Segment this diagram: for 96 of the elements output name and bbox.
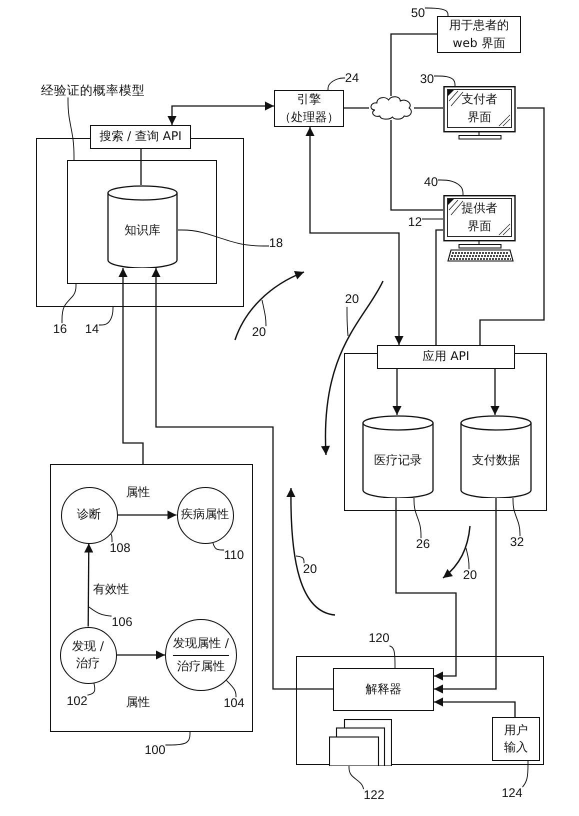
leader-line (512, 498, 520, 537)
process-box (377, 345, 515, 369)
process-box (90, 125, 191, 149)
heading-text: 经验证的概率模型 (41, 82, 145, 98)
reference-numeral: 40 (424, 176, 438, 190)
leader-line (164, 732, 190, 746)
box-label: 解释器 (366, 680, 402, 698)
leader-line (178, 230, 270, 246)
container-box (50, 464, 253, 732)
reference-numeral: 102 (66, 695, 88, 709)
reference-numeral: 124 (502, 787, 522, 801)
reference-numeral: 12 (408, 216, 422, 230)
box-label: 用于患者的web 界面 (448, 17, 510, 52)
reference-numeral: 108 (110, 542, 130, 556)
process-box (437, 16, 521, 53)
reference-numeral: 20 (345, 293, 359, 307)
connector-line (390, 33, 437, 96)
box-label: 引擎 (297, 91, 321, 108)
leader-line (86, 682, 96, 696)
reference-numeral: 30 (420, 73, 434, 87)
leader-line (348, 766, 364, 790)
database-label: 知识库 (124, 222, 160, 239)
arrow (434, 698, 516, 717)
connector-line (435, 229, 443, 345)
arrow (395, 498, 457, 680)
arrow (392, 369, 402, 415)
leader-line (346, 306, 348, 336)
reference-numeral: 104 (224, 697, 244, 711)
reference-numeral: 120 (368, 632, 390, 646)
database-label: 医疗记录 (374, 452, 422, 469)
edge-label: 属性 (125, 484, 151, 500)
reference-numeral: 20 (252, 326, 266, 340)
reference-numeral: 32 (510, 536, 524, 550)
reference-numeral: 16 (53, 323, 67, 337)
box-label: （处理器） (279, 108, 339, 126)
leader-line (522, 760, 528, 788)
reference-numeral: 50 (411, 7, 425, 21)
reference-numeral: 26 (416, 538, 430, 552)
box-label: 应用 API (422, 348, 470, 366)
leader-line (388, 645, 396, 668)
reference-numeral: 106 (112, 616, 132, 630)
edge-label: 属性 (125, 694, 151, 710)
circle-label: 治疗属性 (177, 658, 225, 674)
screen-label: 提供者界面 (460, 200, 498, 234)
container-box (67, 160, 217, 284)
leader-line (414, 498, 422, 539)
reference-numeral: 18 (269, 237, 283, 251)
leader-line (438, 180, 464, 196)
reference-numeral: 110 (224, 549, 244, 563)
reference-numeral: 122 (364, 789, 384, 803)
reference-numeral: 20 (303, 563, 317, 577)
edge-label: 有效性 (92, 582, 130, 596)
database-label: 支付数据 (472, 452, 520, 469)
arrow (118, 268, 144, 464)
connector-line (479, 107, 545, 345)
container-box (296, 656, 544, 765)
leader-line (422, 218, 444, 220)
arrow (306, 127, 404, 345)
reference-numeral: 20 (463, 569, 477, 583)
leader-line (110, 533, 112, 543)
leader-line (98, 306, 114, 326)
leader-line (212, 542, 224, 550)
leader-line (88, 606, 112, 617)
circle-label: 疾病属性 (181, 506, 229, 524)
connector-line (344, 107, 369, 109)
process-box (274, 90, 344, 127)
arrow (84, 544, 94, 626)
arrow (434, 498, 497, 694)
leader-line (424, 8, 448, 16)
reference-numeral: 100 (144, 744, 166, 758)
leader-line (466, 548, 470, 570)
box-label: 搜索 / 查询 API (99, 128, 182, 146)
circle-label: 发现 /治疗 (71, 638, 105, 672)
arrow (490, 369, 500, 415)
leader-line (226, 680, 236, 698)
connector-line (390, 120, 443, 211)
leader-line (328, 78, 346, 90)
arrow (118, 510, 176, 520)
circle-label: 诊断 (77, 506, 101, 524)
arrow (168, 102, 274, 125)
arrow (152, 268, 333, 690)
leader-line (434, 76, 456, 86)
connector-line (140, 149, 142, 185)
process-box (492, 717, 540, 761)
process-box (333, 668, 434, 711)
arrow (116, 650, 165, 660)
leader-line (68, 97, 74, 160)
connector-line (414, 107, 443, 109)
box-label: 用户输入 (503, 722, 529, 756)
screen-label: 支付者界面 (460, 91, 498, 126)
circle-label: 发现属性 / (173, 635, 229, 656)
leader-line (62, 284, 76, 324)
leader-line (262, 300, 266, 327)
reference-numeral: 24 (345, 72, 359, 86)
reference-numeral: 14 (85, 323, 99, 337)
leader-line (296, 556, 304, 564)
